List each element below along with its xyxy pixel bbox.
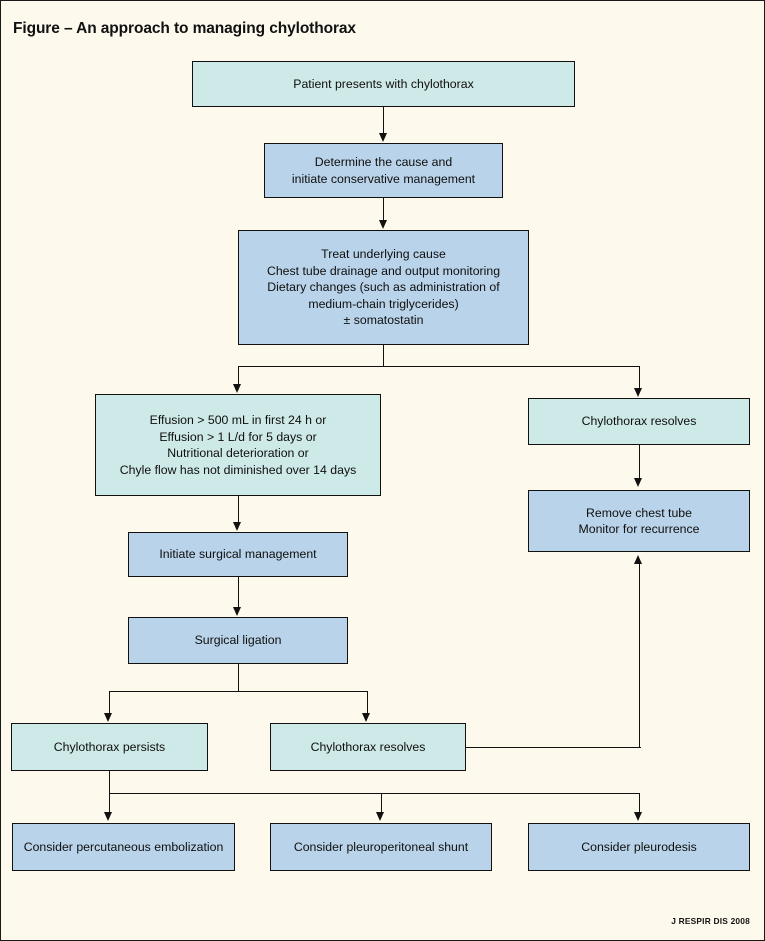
edge-determine-to-treat [383,198,385,222]
node-consider-pleurodesis: Consider pleurodesis [528,823,750,871]
edge-bus-to-pleurodesis [639,793,641,814]
node-chylothorax-persists: Chylothorax persists [11,723,208,771]
node-determine-cause: Determine the cause and initiate conserv… [264,143,503,198]
node-label: Treat underlying cause Chest tube draina… [266,247,501,328]
edge-bus-to-persists [109,691,111,715]
edge-resolves-lower-right [466,747,641,749]
arrowhead-down [634,812,642,821]
node-label: Chylothorax persists [53,739,166,754]
node-consider-pleuroperitoneal-shunt: Consider pleuroperitoneal shunt [270,823,492,871]
node-effusion-criteria: Effusion > 500 mL in first 24 h or Effus… [95,394,381,496]
edge-ligation-bus [109,691,368,693]
node-consider-percutaneous-embolization: Consider percutaneous embolization [12,823,235,871]
arrowhead-up [634,555,642,564]
edge-bus-to-embolization [109,793,111,814]
node-label: Chylothorax resolves [581,414,697,429]
node-label: Remove chest tube Monitor for recurrence [578,505,700,537]
edge-resolves-lower-up-to-remove [639,564,641,748]
node-label: Chylothorax resolves [310,739,426,754]
arrowhead-down [362,713,370,722]
edge-ligation-stem [238,664,240,692]
node-label: Patient presents with chylothorax [293,76,474,91]
arrowhead-down [233,384,241,393]
arrowhead-down [634,478,642,487]
arrowhead-down [376,812,384,821]
journal-credit: J RESPIR DIS 2008 [671,916,750,926]
node-treat-underlying-cause: Treat underlying cause Chest tube draina… [238,230,529,345]
edge-bus-to-shunt [381,793,383,814]
arrowhead-down [379,220,387,229]
node-initiate-surgical-management: Initiate surgical management [128,532,348,577]
arrowhead-down [233,522,241,531]
page-title: Figure – An approach to managing chyloth… [13,20,356,37]
edge-treat-stem [383,345,385,367]
node-label: Initiate surgical management [159,547,317,562]
node-label: Determine the cause and initiate conserv… [291,155,476,186]
edge-treat-bus [238,366,640,368]
node-patient-presents: Patient presents with chylothorax [192,61,575,107]
arrowhead-down [379,133,387,142]
node-label: Consider pleurodesis [581,839,697,854]
arrowhead-down [233,607,241,616]
node-label: Effusion > 500 mL in first 24 h or Effus… [119,413,357,477]
edge-bus-to-criteria [238,366,240,386]
node-surgical-ligation: Surgical ligation [128,617,348,664]
node-chylothorax-resolves-upper: Chylothorax resolves [528,398,750,445]
edge-resolves-upper-to-remove [639,445,641,480]
node-remove-chest-tube: Remove chest tube Monitor for recurrence [528,490,750,552]
edge-criteria-to-initiate [238,496,240,523]
edge-bus-to-resolves-lower [367,691,369,715]
node-label: Consider pleuroperitoneal shunt [293,839,469,854]
node-label: Consider percutaneous embolization [23,839,224,854]
edge-persists-stem [109,771,111,794]
node-label: Surgical ligation [194,633,282,648]
arrowhead-down [104,713,112,722]
edge-presents-to-determine [383,107,385,135]
edge-bus-to-resolves-upper [639,366,641,390]
arrowhead-down [634,388,642,397]
edge-bottom-bus [109,793,640,795]
arrowhead-down [104,812,112,821]
edge-initiate-to-ligation [238,577,240,608]
node-chylothorax-resolves-lower: Chylothorax resolves [270,723,466,771]
